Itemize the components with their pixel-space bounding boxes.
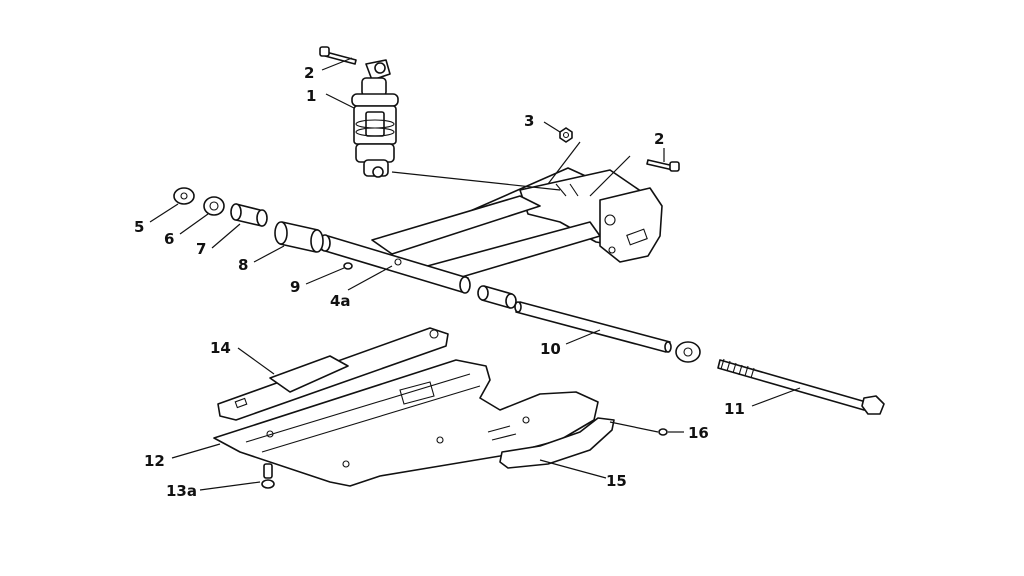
callout-5: 5 bbox=[134, 218, 144, 236]
callout-1: 1 bbox=[306, 87, 316, 105]
small-pin bbox=[343, 262, 353, 270]
callout-4a: 4a bbox=[330, 292, 351, 310]
callout-8: 8 bbox=[238, 256, 248, 274]
axle-shaft bbox=[514, 301, 672, 353]
swingarm-frame bbox=[371, 167, 663, 285]
pivot-tube bbox=[319, 234, 471, 294]
screw-16 bbox=[658, 428, 668, 436]
bolt-right bbox=[646, 159, 680, 172]
callout-labels: 2 1 3 2 5 6 7 8 9 4a 10 11 12 13a 14 15 … bbox=[134, 64, 745, 500]
callout-13a: 13a bbox=[166, 482, 197, 500]
screw-13a bbox=[261, 463, 275, 489]
leader-lines bbox=[149, 57, 801, 491]
washer-right bbox=[675, 341, 701, 363]
cap-nut bbox=[173, 187, 195, 205]
nut-upper bbox=[559, 127, 573, 143]
curved-rail bbox=[499, 417, 615, 469]
callout-3: 3 bbox=[524, 112, 534, 130]
long-bolt bbox=[717, 358, 885, 415]
callout-14: 14 bbox=[210, 339, 231, 357]
sleeve-large bbox=[274, 221, 324, 253]
middle-bush bbox=[477, 285, 517, 309]
callout-11: 11 bbox=[724, 400, 745, 418]
callout-6: 6 bbox=[164, 230, 174, 248]
callout-2-upper: 2 bbox=[304, 64, 314, 82]
bush-small bbox=[230, 203, 268, 227]
callout-7: 7 bbox=[196, 240, 206, 258]
callout-2-right: 2 bbox=[654, 130, 664, 148]
skid-bracket bbox=[217, 327, 449, 421]
callout-16: 16 bbox=[688, 424, 709, 442]
callout-9: 9 bbox=[290, 278, 300, 296]
callout-15: 15 bbox=[606, 472, 627, 490]
bolt-upper bbox=[319, 46, 357, 65]
shock-absorber bbox=[351, 59, 399, 178]
callout-10: 10 bbox=[540, 340, 561, 358]
washer-left bbox=[203, 196, 225, 216]
callout-12: 12 bbox=[144, 452, 165, 470]
